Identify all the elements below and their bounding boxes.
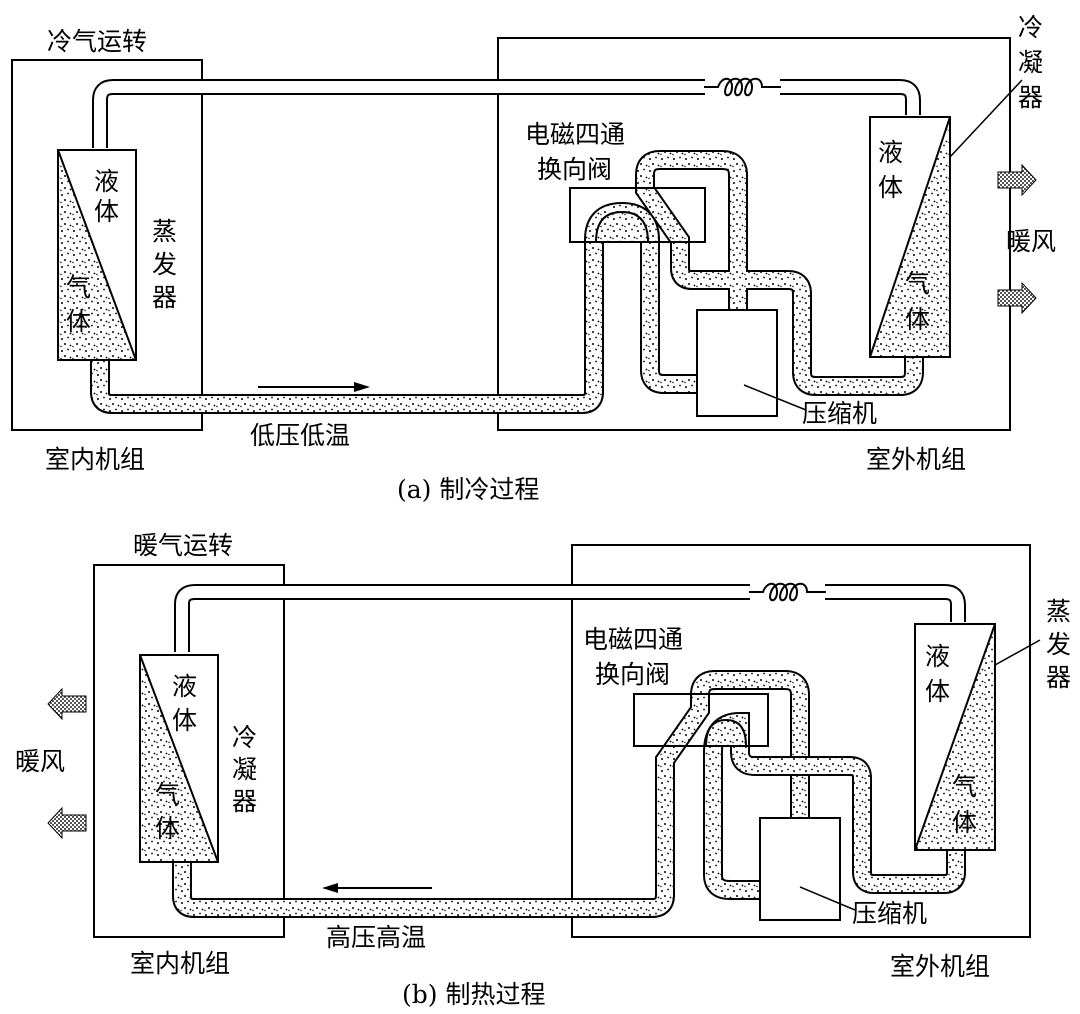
indoor-gas-label: 体 — [66, 307, 91, 336]
outdoor-coil-label: 凝 — [1018, 48, 1043, 77]
wind-label: 暖风 — [15, 747, 65, 776]
compressor-label: 压缩机 — [852, 899, 927, 928]
indoor-unit-box — [93, 564, 285, 938]
valve-label-2: 换向阀 — [537, 155, 612, 184]
indoor-coil-label: 蒸 — [152, 217, 177, 246]
indoor-gas-label: 气 — [66, 273, 91, 302]
indoor-unit-label: 室内机组 — [45, 445, 145, 474]
heating-diagram: 暖气运转 室内机组 室外机组 电磁四通 换向阀 液 体 气 体 冷 凝 器 液 … — [15, 531, 1071, 1009]
outdoor-liquid-label: 液 — [878, 138, 903, 167]
outdoor-unit-label: 室外机组 — [890, 952, 990, 981]
indoor-liquid-label: 体 — [94, 197, 119, 226]
outdoor-coil-label: 器 — [1018, 83, 1043, 112]
wind-arrow-left-icon — [47, 687, 87, 721]
outdoor-gas-label: 体 — [905, 305, 930, 334]
outdoor-gas-label: 体 — [952, 808, 977, 837]
compressor — [759, 817, 841, 921]
mode-label: 暖气运转 — [133, 531, 233, 560]
outdoor-coil — [914, 623, 1041, 851]
flow-arrow-icon — [322, 883, 432, 893]
outdoor-liquid-label: 液 — [925, 642, 950, 671]
flow-arrow-icon — [258, 382, 370, 392]
caption: (a) 制冷过程 — [397, 475, 539, 504]
outdoor-coil-label: 冷 — [1018, 13, 1043, 42]
indoor-coil-label: 冷 — [232, 723, 257, 752]
mode-label: 冷气运转 — [47, 27, 147, 56]
compressor-label: 压缩机 — [802, 399, 877, 428]
capillary-coil — [704, 77, 781, 97]
valve-dome — [704, 718, 748, 747]
capillary-coil — [749, 582, 826, 602]
outdoor-liquid-label: 体 — [878, 173, 903, 202]
valve-dome — [594, 210, 650, 243]
wind-arrow-left-icon — [47, 806, 87, 840]
cooling-diagram: 冷气运转 室内机组 室外机组 电磁四通 换向阀 液 体 气 体 蒸 发 器 液 … — [11, 13, 1056, 504]
valve-label-1: 电磁四通 — [525, 120, 625, 149]
indoor-coil-label: 器 — [232, 787, 257, 816]
indoor-coil — [57, 149, 137, 361]
wind-arrow-right-icon — [997, 281, 1037, 315]
outdoor-gas-label: 气 — [952, 772, 977, 801]
indoor-coil-label: 发 — [152, 250, 177, 279]
indoor-liquid-label: 液 — [94, 167, 119, 196]
outdoor-unit-label: 室外机组 — [866, 445, 966, 474]
compressor — [696, 309, 778, 417]
wind-label: 暖风 — [1006, 227, 1056, 256]
indoor-unit-box — [11, 59, 203, 431]
indoor-unit-label: 室内机组 — [130, 949, 230, 978]
indoor-coil-label: 凝 — [232, 755, 257, 784]
outdoor-coil-label: 器 — [1046, 663, 1071, 692]
indoor-coil — [139, 654, 219, 863]
suction-line — [705, 713, 964, 898]
indoor-coil-label: 器 — [152, 283, 177, 312]
indoor-liquid-label: 液 — [172, 672, 197, 701]
liquid-line — [92, 79, 921, 148]
indoor-gas-label: 气 — [155, 780, 180, 809]
outdoor-gas-label: 气 — [905, 269, 930, 298]
liquid-line — [176, 586, 964, 652]
flow-label: 高压高温 — [326, 923, 426, 952]
outdoor-unit-box — [497, 37, 1011, 431]
valve-label-2: 换向阀 — [595, 660, 670, 689]
wind-arrow-right-icon — [997, 163, 1037, 197]
gas-line-high — [174, 672, 808, 916]
indoor-gas-label: 体 — [155, 814, 180, 843]
outdoor-coil-label: 发 — [1046, 630, 1071, 659]
caption: (b) 制热过程 — [402, 980, 545, 1009]
indoor-liquid-label: 体 — [172, 706, 197, 735]
valve-label-1: 电磁四通 — [583, 625, 683, 654]
flow-label: 低压低温 — [250, 421, 350, 450]
outdoor-coil-label: 蒸 — [1046, 597, 1071, 626]
outdoor-unit-box — [571, 544, 1031, 938]
outdoor-coil — [869, 79, 1023, 358]
outdoor-liquid-label: 体 — [925, 677, 950, 706]
four-way-valve — [633, 693, 769, 747]
